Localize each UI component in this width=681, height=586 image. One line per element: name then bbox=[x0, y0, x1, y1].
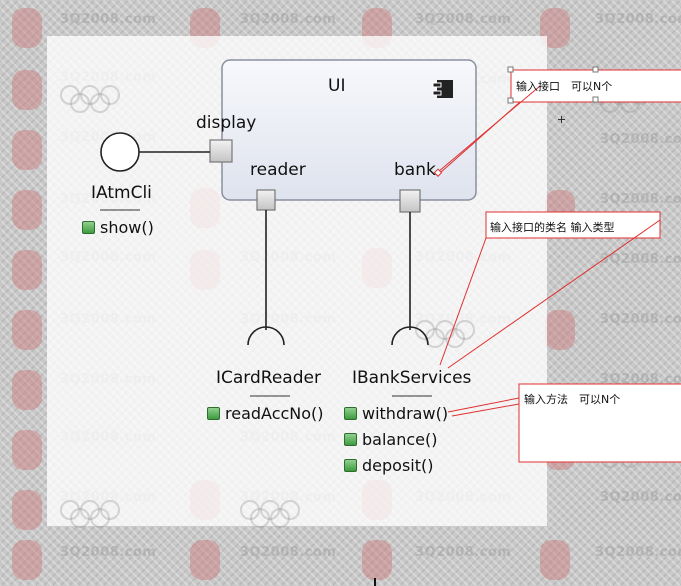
cursor-mark bbox=[374, 578, 376, 586]
port-label-display: display bbox=[196, 113, 257, 133]
method-label: deposit() bbox=[362, 456, 434, 475]
method-icon bbox=[344, 433, 357, 446]
port-label-reader: reader bbox=[250, 160, 306, 180]
method-icon bbox=[344, 407, 357, 420]
note-interface-class-name[interactable] bbox=[485, 211, 661, 239]
interface-name: IBankServices bbox=[352, 368, 472, 388]
method-row[interactable]: withdraw() bbox=[344, 404, 448, 423]
provided-interface-circle[interactable] bbox=[100, 132, 140, 172]
component-icon bbox=[432, 80, 453, 98]
component-box[interactable] bbox=[221, 59, 477, 201]
note-text: 输入接口的类名 输入类型 bbox=[490, 221, 615, 234]
port-bank[interactable] bbox=[399, 189, 421, 213]
method-row[interactable]: show() bbox=[82, 218, 154, 237]
method-icon bbox=[344, 459, 357, 472]
port-label-bank: bank bbox=[394, 160, 436, 180]
method-row[interactable]: readAccNo() bbox=[207, 404, 324, 423]
method-row[interactable]: deposit() bbox=[344, 456, 433, 475]
required-interface-socket[interactable] bbox=[247, 326, 285, 346]
interface-name: ICardReader bbox=[216, 368, 321, 388]
method-label: balance() bbox=[362, 430, 438, 449]
method-label: show() bbox=[100, 218, 154, 237]
method-icon bbox=[207, 407, 220, 420]
note-input-methods[interactable] bbox=[518, 383, 681, 463]
port-display[interactable] bbox=[209, 139, 233, 163]
interface-name: IAtmCli bbox=[91, 183, 152, 203]
note-text: 输入接口 可以N个 bbox=[516, 80, 613, 93]
method-label: withdraw() bbox=[362, 404, 449, 423]
note-handles bbox=[507, 66, 599, 104]
method-label: readAccNo() bbox=[225, 404, 324, 423]
note-pointers bbox=[437, 85, 661, 417]
cursor-crosshair bbox=[558, 116, 565, 123]
method-icon bbox=[82, 221, 95, 234]
pointer-anchor bbox=[433, 168, 443, 177]
required-interface-socket[interactable] bbox=[391, 326, 429, 346]
method-row[interactable]: balance() bbox=[344, 430, 437, 449]
port-reader[interactable] bbox=[256, 189, 276, 211]
note-text: 输入方法 可以N个 bbox=[524, 393, 621, 406]
component-name: UI bbox=[328, 76, 346, 96]
